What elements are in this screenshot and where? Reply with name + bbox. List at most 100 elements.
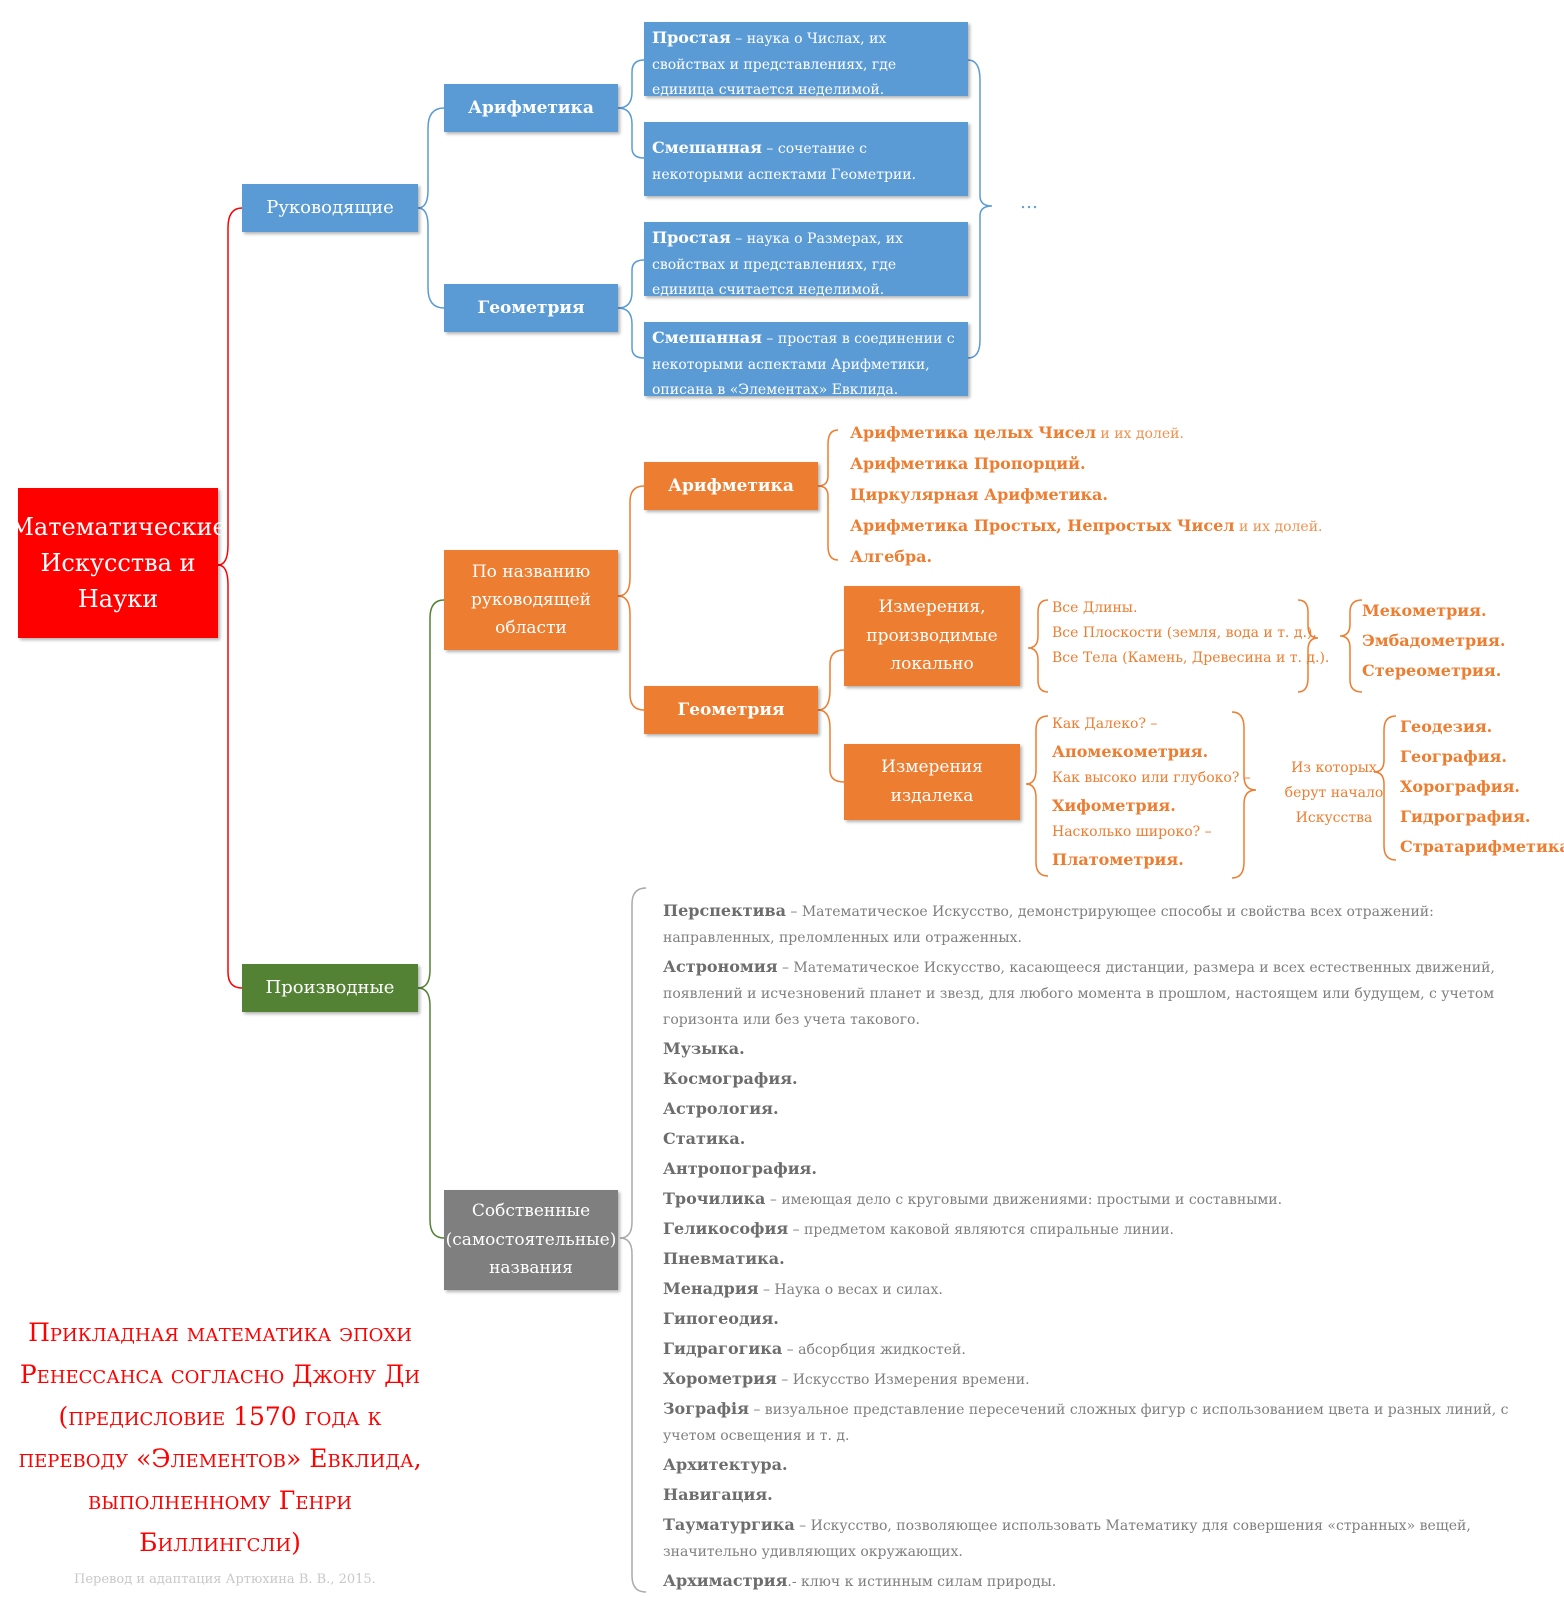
remote-question: Как Далеко? – — [1052, 716, 1158, 732]
own-item-term: Пневматика. — [663, 1249, 785, 1268]
own-item-term: Музыка. — [663, 1039, 745, 1058]
arith-list-item: Арифметика Пропорций. — [850, 449, 1322, 480]
own-item-term: Гипогеодия. — [663, 1309, 779, 1328]
geom-simple-box: Простая – наука о Размерах, их свойствах… — [644, 222, 968, 298]
remote-result: Гидрография. — [1400, 807, 1531, 826]
arith-mixed-bold: Смешанная — [652, 138, 762, 157]
remote-middle: Из которых берут начало Искусства — [1284, 760, 1384, 826]
credit-text: Перевод и адаптация Артюхина В. В., 2015… — [74, 1572, 376, 1587]
remote-items: Как Далеко? – Апомекометрия. Как высоко … — [1052, 712, 1251, 874]
node-own-label: Собственные (самостоятельные) названия — [445, 1200, 617, 1279]
remote-question: Как высоко или глубоко? – — [1052, 770, 1251, 786]
arith-simple-box: Простая – наука о Числах, их свойствах и… — [644, 22, 968, 98]
own-item-desc: – визуальное представление пересечений с… — [663, 1402, 1509, 1444]
own-item: Космография. — [663, 1066, 1543, 1093]
arith-list-item: Арифметика Простых, Непростых Чисел и их… — [850, 511, 1322, 542]
node-geom-orange: Геометрия — [644, 686, 818, 734]
own-item: Астрология. — [663, 1096, 1543, 1123]
page-title: Прикладная математика эпохи Ренессанса с… — [18, 1318, 422, 1557]
own-item-desc: – Искусство, позволяющее использовать Ма… — [663, 1518, 1471, 1560]
own-item: Гипогеодия. — [663, 1306, 1543, 1333]
local-results: Мекометрия. Эмбадометрия. Стереометрия. — [1362, 596, 1505, 686]
arith-list-item: Циркулярная Арифметика. — [850, 480, 1322, 511]
own-item-term: Статика. — [663, 1129, 746, 1148]
remote-question: Насколько широко? – — [1052, 824, 1212, 840]
local-result: Стереометрия. — [1362, 661, 1502, 680]
arith-list-bold: Арифметика Пропорций. — [850, 454, 1086, 473]
own-item-desc: – абсорбция жидкостей. — [782, 1342, 966, 1358]
arith-list-bold: Алгебра. — [850, 547, 933, 566]
arith-list-item: Арифметика целых Чисел и их долей. — [850, 418, 1322, 449]
node-by-name-label: По названию руководящей области — [471, 561, 591, 639]
own-item-term: Антропография. — [663, 1159, 817, 1178]
node-own: Собственные (самостоятельные) названия — [444, 1190, 618, 1290]
own-item: Статика. — [663, 1126, 1543, 1153]
node-local-label: Измерения, производимые локально — [866, 596, 998, 675]
own-item-desc: .- ключ к истинным силам природы. — [787, 1574, 1057, 1590]
own-item-term: Астрономия — [663, 957, 778, 976]
node-geom-blue: Геометрия — [444, 284, 618, 332]
node-rukovod: Руководящие — [242, 184, 418, 232]
remote-result: Геодезия. — [1400, 717, 1493, 736]
own-item: Зографія – визуальное представление пере… — [663, 1396, 1543, 1449]
own-item-term: Зографія — [663, 1399, 749, 1418]
node-rukovod-label: Руководящие — [266, 196, 394, 218]
own-item-term: Хорометрия — [663, 1369, 777, 1388]
own-item: Пневматика. — [663, 1246, 1543, 1273]
own-item-term: Перспектива — [663, 901, 786, 920]
local-result: Эмбадометрия. — [1362, 631, 1506, 650]
own-item: Астрономия – Математическое Искусство, к… — [663, 954, 1543, 1033]
arith-mixed-text: – сочетание с некоторыми аспектами Геоме… — [652, 141, 917, 183]
own-item: Антропография. — [663, 1156, 1543, 1183]
own-item: Гидрагогика – абсорбция жидкостей. — [663, 1336, 1543, 1363]
own-item: Тауматургика – Искусство, позволяющее ис… — [663, 1512, 1543, 1565]
arith-list-note: и их долей. — [1234, 519, 1323, 535]
remote-answer: Хифометрия. — [1052, 796, 1176, 815]
node-proizv-label: Производные — [265, 976, 395, 998]
remote-results: Геодезия. География. Хорография. Гидрогр… — [1400, 712, 1564, 862]
remote-answer: Апомекометрия. — [1052, 742, 1209, 761]
geom-simple-bold: Простая — [652, 228, 731, 247]
own-item-term: Геликософия — [663, 1219, 789, 1238]
geom-mixed-bold: Смешанная — [652, 328, 762, 347]
local-items: Все Длины. Все Плоскости (земля, вода и … — [1052, 596, 1329, 671]
root-label: Математические Искусства и Науки — [9, 513, 227, 613]
geom-mixed-text: – простая в соединении с некоторыми аспе… — [652, 331, 955, 398]
ellipsis: … — [1020, 192, 1038, 213]
own-item: Музыка. — [663, 1036, 1543, 1063]
own-item: Перспектива – Математическое Искусство, … — [663, 898, 1543, 951]
node-remote: Измерения издалека — [844, 744, 1020, 820]
local-result: Мекометрия. — [1362, 601, 1487, 620]
own-item-desc: – Математическое Искусство, демонстрирую… — [663, 904, 1434, 946]
own-item-term: Архимастрия — [663, 1571, 788, 1590]
arith-list-bold: Арифметика Простых, Непростых Чисел — [850, 516, 1235, 535]
node-arith-blue: Арифметика — [444, 84, 618, 132]
own-item: Трочилика – имеющая дело с круговыми дви… — [663, 1186, 1543, 1213]
node-arith-orange: Арифметика — [644, 462, 818, 510]
own-item: Геликософия – предметом каковой являются… — [663, 1216, 1543, 1243]
node-remote-label: Измерения издалека — [881, 757, 983, 806]
own-list: Перспектива – Математическое Искусство, … — [663, 898, 1543, 1598]
node-geom-orange-label: Геометрия — [677, 700, 785, 720]
arith-list: Арифметика целых Чисел и их долей. Арифм… — [850, 418, 1322, 573]
arith-list-bold: Циркулярная Арифметика. — [850, 485, 1108, 504]
geom-mixed-box: Смешанная – простая в соединении с некот… — [644, 322, 968, 398]
own-item-desc: – Наука о весах и силах. — [758, 1282, 943, 1298]
node-by-name: По названию руководящей области — [444, 550, 618, 650]
own-item-term: Астрология. — [663, 1099, 779, 1118]
node-arith-orange-label: Арифметика — [668, 476, 794, 496]
own-item: Архимастрия.- ключ к истинным силам прир… — [663, 1568, 1543, 1595]
remote-result: Хорография. — [1400, 777, 1520, 796]
arith-mixed-box: Смешанная – сочетание с некоторыми аспек… — [644, 122, 968, 196]
local-item: Все Плоскости (земля, вода и т. д.). — [1052, 625, 1317, 641]
arith-list-bold: Арифметика целых Чисел — [850, 423, 1096, 442]
node-local: Измерения, производимые локально — [844, 586, 1020, 686]
remote-result: География. — [1400, 747, 1507, 766]
own-item-desc: – предметом каковой являются спиральные … — [788, 1222, 1174, 1238]
own-item-term: Тауматургика — [663, 1515, 795, 1534]
node-arith-blue-label: Арифметика — [468, 98, 594, 118]
local-item: Все Длины. — [1052, 600, 1138, 616]
own-item-term: Гидрагогика — [663, 1339, 783, 1358]
own-item-term: Менадрия — [663, 1279, 759, 1298]
